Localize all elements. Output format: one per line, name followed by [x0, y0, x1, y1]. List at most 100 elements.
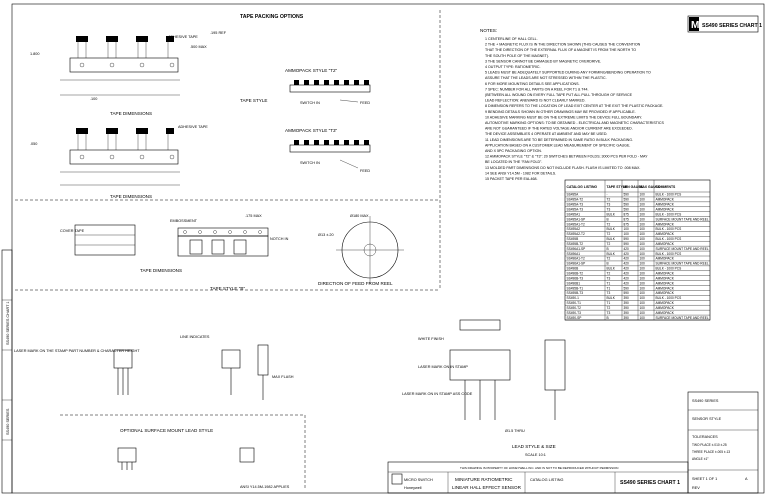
note-line: LEAD REFLECTION: ANEWARD IS NOT CLEARLY … [485, 99, 586, 103]
table-cell: SS496B [567, 267, 579, 271]
reel-hub-dim: Ø13 ±.20 [318, 233, 334, 237]
table-cell: 875 [624, 222, 630, 226]
ansi-note: ANSI Y14.5M-1982 APPLIES [240, 485, 290, 489]
table-cell: T2 [607, 306, 611, 310]
note-line: BE LOCATED IN THE "FAN FOLD". [485, 160, 542, 164]
note-line: 14 SEE ANSI Y14.5M - 1982 FOR DETAILS. [485, 171, 556, 175]
tolerances-title: TOLERANCES [692, 435, 718, 439]
table-cell: SS496A1-T2 [567, 257, 585, 261]
table-cell: 390 [624, 296, 630, 300]
table-cell: SS495B-T3 [567, 291, 584, 295]
table-cell: SS495A-T3 [567, 203, 584, 207]
tolerance-3: ANGLE ±1° [692, 457, 709, 461]
table-cell: 100 [640, 207, 646, 211]
switch-in-label-2: SWITCH IN [300, 161, 320, 165]
table-cell: SS496A1-SP [567, 247, 586, 251]
line-indicated-label: LINE INDICATES [180, 335, 210, 339]
table-cell: T2 [607, 271, 611, 275]
table-cell: BULK [607, 252, 616, 256]
tape-dimensions-2: ADHESIVE TAPE .050 TAPE DIMENSIONS [30, 125, 208, 199]
table-cell: 100 [640, 203, 646, 207]
logo-block [689, 17, 699, 31]
table-cell: 590 [624, 286, 630, 290]
table-cell: 420 [624, 257, 630, 261]
scale-label: SCALE 10:1 [525, 453, 546, 457]
table-cell: 100 [640, 212, 646, 216]
table-cell: SS495B [567, 237, 579, 241]
table-cell: SURFACE MOUNT TAPE AND REEL [656, 316, 709, 320]
table-cell: 590 [624, 198, 630, 202]
table-cell: SS495A1-SP [567, 217, 586, 221]
note-line: (BETWEEN ALL WOUND ON EVERY FULL TAPE PU… [485, 93, 633, 97]
table-header-cell: MIN GAUSS [624, 185, 644, 189]
table-cell: 100 [640, 281, 646, 285]
table-cell: 420 [624, 247, 630, 251]
table-cell: T2 [607, 198, 611, 202]
note-line: APPLICATION BASED ON A CUSTOMER LEAD MEA… [485, 143, 630, 147]
lead-style-detail: WHITE FINISH LASER MARK ON IN STAMP LASE… [402, 319, 566, 457]
table-cell: AMMOPACK [656, 232, 675, 236]
tolerance-1: TWO PLACE ±.010 ±.25 [692, 443, 727, 447]
table-cell: 390 [624, 306, 630, 310]
title-note: THIS DRAWING IS PROPERTY OF HONEYWELL IN… [460, 466, 618, 470]
table-cell: 100 [640, 257, 646, 261]
ammopack-t3-title: AMMOPACK STYLE "T3" [285, 128, 338, 133]
catalog-label: CATALOG LISTING [530, 478, 563, 482]
table-cell: AMMOPACK [656, 207, 675, 211]
table-header-cell: MAX GAUSS [640, 185, 661, 189]
feed-label-2: FEED [360, 169, 370, 173]
table-cell: BULK - 1000 PCS [656, 267, 682, 271]
table-cell: 590 [624, 193, 630, 197]
table-cell: AMMOPACK [656, 242, 675, 246]
note-line: AND X 5PC PACKAGING OPTION. [485, 149, 542, 153]
table-cell: SS496B-T2 [567, 271, 584, 275]
table-cell: T3 [607, 276, 611, 280]
table-cell: BULK - 1000 PCS [656, 252, 682, 256]
table-cell: - [607, 193, 608, 197]
table-cell: SS496A1-SP [567, 262, 586, 266]
table-cell: BULK [607, 237, 616, 241]
table-cell: BULK - 1000 PCS [656, 193, 682, 197]
left-strip-label-2: SS490 SERIES [6, 408, 10, 435]
laser-mark-label-2: LASER MARK ON IN STAMP [418, 365, 468, 369]
table-cell: 420 [624, 281, 630, 285]
table-cell: 420 [624, 276, 630, 280]
table-cell: BULK [607, 227, 616, 231]
sheet-border [11, 3, 765, 494]
right-block-2: SENSOR STYLE [692, 417, 722, 421]
table-cell: SS495A1 [567, 212, 581, 216]
note-line: 3 THE SENSOR CANNOT BE DAMAGED BY MAGNET… [485, 59, 601, 63]
table-cell: SS490-1 [567, 296, 580, 300]
table-cell: T3 [607, 311, 611, 315]
table-cell: SS490-T3 [567, 311, 582, 315]
note-line: 8 DIMENSION REFERS TO THE LOCATION OF LE… [485, 104, 663, 108]
reel-direction-title: DIRECTION OF FEED FROM REEL [318, 281, 393, 286]
embossment-label: EMBOSSMENT [170, 219, 198, 223]
table-cell: 875 [624, 212, 630, 216]
dim-f-label: .195 REF [210, 31, 227, 35]
table-cell: AMMOPACK [656, 286, 675, 290]
dim-d-label: .100 [90, 97, 97, 101]
title-line-2: LINEAR HALL EFFECT SENSOR [452, 485, 522, 490]
tape-dimensions-title-3: TAPE DIMENSIONS [140, 268, 182, 273]
table-cell: 100 [640, 242, 646, 246]
note-line: ARE NOT GUARANTEED IF THE RATED VOLTAGE … [485, 127, 633, 131]
adhesive-tape-label-2: ADHESIVE TAPE [178, 125, 208, 129]
tape-dimensions-1: TAPE PACKING OPTIONS ADHESIVE TAPE .500 … [30, 14, 304, 116]
title-line-1: MINIATURE RATIOMETRIC [455, 477, 513, 482]
ammopack-t2-title: AMMOPACK STYLE "T2" [285, 68, 338, 73]
notes-title: NOTES: [480, 28, 497, 33]
right-block-3: REV [692, 486, 700, 490]
table-cell: T3 [607, 291, 611, 295]
table-cell: 100 [624, 227, 630, 231]
lead-style-section: LASER MARK ON THE STAMP PART NUMBER & CH… [14, 335, 294, 489]
table-cell: 100 [640, 291, 646, 295]
table-cell: 100 [640, 296, 646, 300]
table-cell: 590 [624, 203, 630, 207]
table-cell: 100 [640, 316, 646, 320]
table-cell: SS495A1-T2 [567, 222, 585, 226]
table-cell: AMMOPACK [656, 257, 675, 261]
cover-tape-label: COVER TAPE [60, 229, 85, 233]
table-cell: T1 [607, 286, 611, 290]
